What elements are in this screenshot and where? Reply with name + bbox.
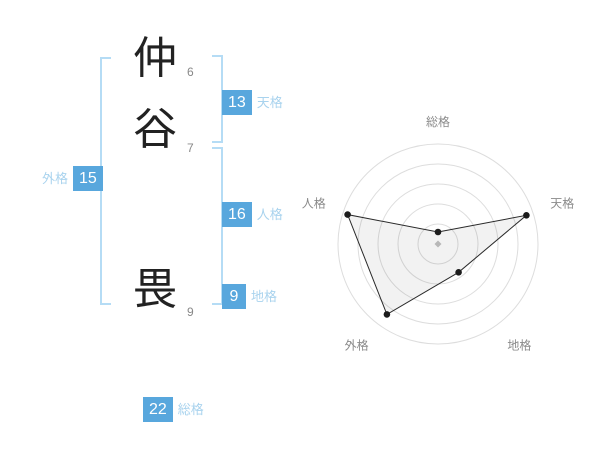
- chikaku-label: 地格: [251, 289, 278, 305]
- gaikaku-score: 外格 15: [42, 166, 103, 192]
- radar-grid-ring: [377, 183, 499, 305]
- radar-data-point: [344, 211, 351, 218]
- jinkaku-score: 16 人格: [222, 202, 283, 228]
- radar-data-point: [455, 269, 462, 276]
- radar-data-point: [383, 311, 391, 318]
- stroke-count-1: 6: [187, 65, 194, 79]
- gaikaku-label: 外格: [42, 171, 69, 187]
- stroke-count-3: 9: [187, 305, 194, 319]
- soukaku-label: 総格: [177, 402, 204, 418]
- radar-data-polygon: [346, 213, 529, 316]
- tenkaku-value: 13: [222, 90, 252, 116]
- radar-axis-label: 外格: [345, 338, 369, 353]
- jinkaku-value: 16: [222, 202, 252, 228]
- tenkaku-label: 天格: [256, 95, 283, 111]
- stroke-count-2: 7: [187, 141, 194, 155]
- soukaku-value: 22: [143, 397, 173, 423]
- radar-grid-ring: [337, 143, 539, 345]
- radar-grid-ring: [417, 223, 459, 265]
- radar-axis-label: 天格: [550, 196, 574, 211]
- chikaku-value: 9: [222, 284, 246, 310]
- chikaku-score: 9 地格: [222, 284, 278, 310]
- radar-chart-container: 総格天格地格 外格 人格: [288, 104, 600, 384]
- tenkaku-score: 13 天格: [222, 90, 283, 116]
- name-char-3: 畏: [133, 265, 177, 314]
- jinkaku-label: 人格: [256, 207, 283, 223]
- radar-data-point: [523, 212, 530, 219]
- radar-axis-label: 人格: [302, 196, 326, 211]
- gaikaku-value: 15: [73, 166, 103, 192]
- name-char-2: 谷: [133, 105, 177, 154]
- radar-grid-ring: [357, 163, 519, 325]
- name-char-1: 仲: [133, 34, 177, 83]
- radar-axis-label: 総格: [426, 114, 450, 129]
- soukaku-score: 22 総格: [143, 397, 204, 423]
- radar-center-marker: [434, 240, 442, 248]
- radar-axis-label: 地格: [507, 338, 531, 353]
- radar-data-point: [434, 228, 442, 236]
